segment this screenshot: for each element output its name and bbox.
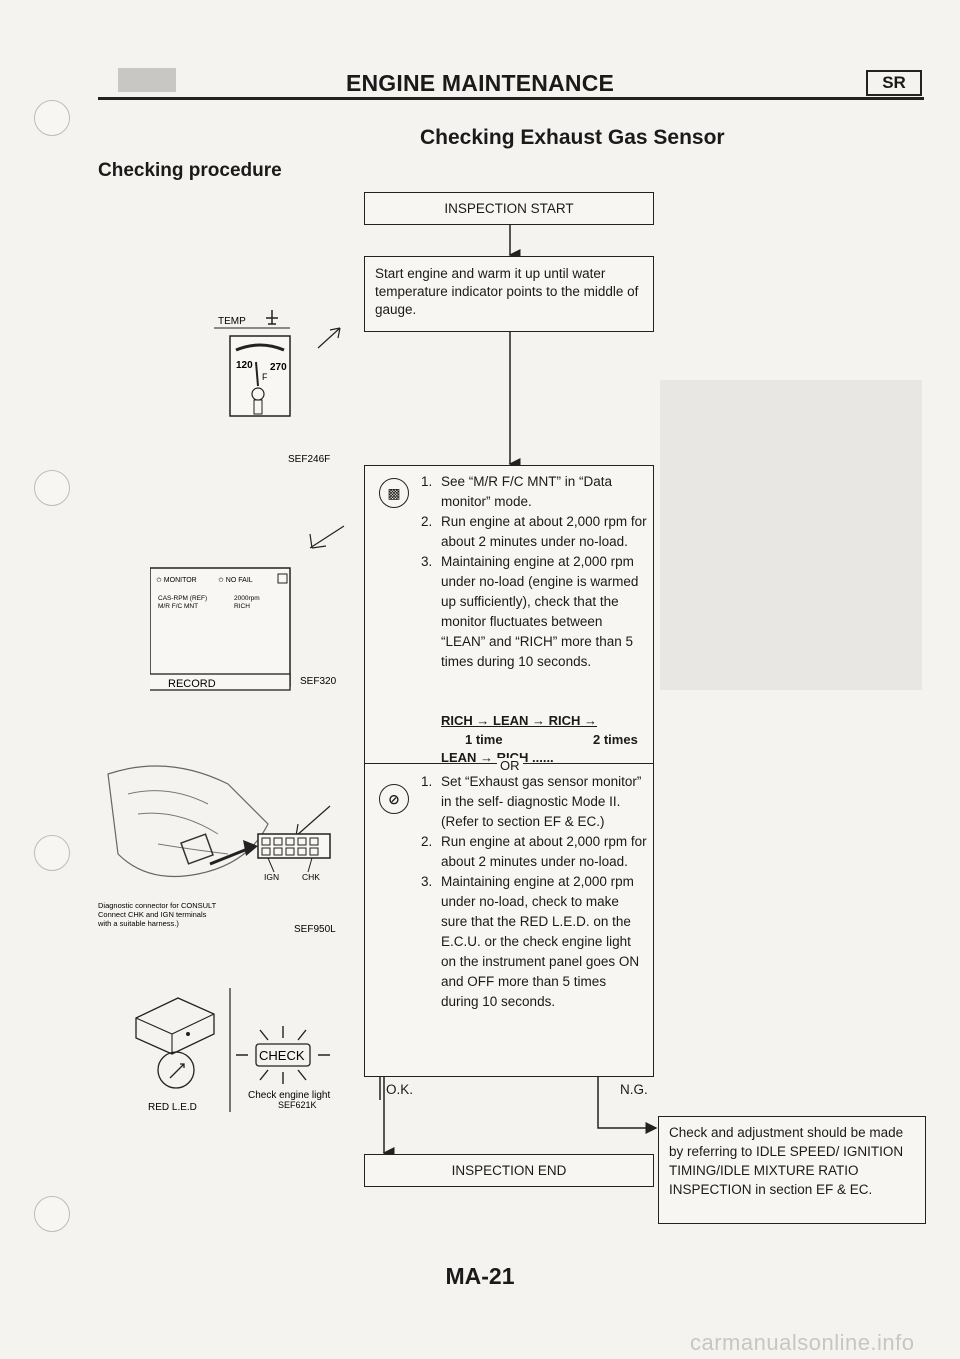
check-procedure-box: ▩ 1.See “M/R F/C MNT” in “Data monitor” …	[364, 465, 654, 1077]
red-led-label: RED L.E.D	[148, 1102, 197, 1113]
connector-figure-code: SEF950L	[294, 924, 336, 934]
record-button-frame	[150, 673, 291, 691]
monitor-row2-name: M/R F/C MNT	[158, 603, 198, 610]
ecu-led-figure: RED L.E.D CHECK Check engine light SEF62…	[135, 988, 330, 1113]
connector-ng-action	[597, 1077, 658, 1134]
monitor-row1-value: 2000rpm	[234, 595, 260, 602]
time-1-label: 1 time	[465, 732, 503, 747]
subsection-title: Checking procedure	[98, 160, 282, 181]
list-item: 1.See “M/R F/C MNT” in “Data monitor” mo…	[421, 474, 613, 509]
header-rule	[98, 97, 924, 100]
check-engine-caption: Check engine light	[248, 1090, 330, 1101]
check-lamp-label: CHECK	[259, 1048, 305, 1063]
page-header-title: ENGINE MAINTENANCE	[345, 70, 615, 96]
light-rays	[236, 1026, 330, 1084]
gauge-figure-code: SEF246F	[288, 454, 330, 465]
chk-terminal-label: CHK	[302, 872, 320, 882]
punch-hole	[34, 1196, 70, 1232]
background-bleed-right	[660, 380, 922, 690]
gauge-needle	[255, 361, 259, 387]
header-section-tag: SR	[866, 70, 922, 96]
list-item: 3.Maintaining engine at 2,000 rpm under …	[421, 554, 639, 669]
list-item: 3.Maintaining engine at 2,000 rpm under …	[421, 874, 640, 1009]
punch-hole	[34, 835, 70, 871]
monitor-no-fail-label: ✩ NO FAIL	[218, 576, 253, 584]
punch-hole	[34, 470, 70, 506]
site-watermark: carmanualsonline.info	[690, 1330, 915, 1355]
list-item: 2.Run engine at about 2,000 rpm for abou…	[421, 514, 647, 549]
check-engine-light-icon	[255, 1043, 311, 1067]
connector-note-line3: with a suitable harness.)	[98, 919, 179, 928]
gauge-temp-label: TEMP	[218, 316, 246, 327]
connector-note-line1: Diagnostic connector for CONSULT	[98, 901, 217, 910]
consult-steps-list: 1.See “M/R F/C MNT” in “Data monitor” mo…	[421, 472, 647, 672]
connector-note-line2: Connect CHK and IGN terminals	[98, 910, 207, 919]
pointer-arrow-icon	[295, 805, 331, 837]
monitor-row1-name: CAS-RPM (REF)	[158, 595, 207, 602]
page-number: MA-21	[445, 1263, 515, 1289]
rich-lean-sequence: RICH → LEAN → RICH →	[441, 713, 597, 728]
led-figure-code: SEF621K	[278, 1100, 317, 1110]
gauge-high-label: 270	[270, 362, 287, 373]
ecu-unit-icon	[135, 997, 215, 1055]
gauge-low-label: 120	[236, 360, 253, 371]
ign-terminal-label: IGN	[264, 872, 279, 882]
gauge-f-label: F	[262, 372, 268, 382]
diagnostic-connector-figure: IGN CHK Diagnostic connector for CONSULT…	[98, 765, 336, 934]
consult-monitor-figure: ✩ MONITOR ✩ NO FAIL CAS-RPM (REF) 2000rp…	[150, 525, 345, 691]
punch-hole	[34, 100, 70, 136]
warm-up-step-box: Start engine and warm it up until water …	[364, 256, 654, 332]
thermometer-icon	[266, 310, 278, 325]
magnifier-circle	[157, 1051, 195, 1089]
ecu-steps-list: 1.Set “Exhaust gas sensor monitor” in th…	[421, 772, 647, 1012]
monitor-row2-value: RICH	[234, 603, 250, 610]
monitor-figure-code: SEF320	[300, 676, 337, 687]
list-item: 1.Set “Exhaust gas sensor monitor” in th…	[421, 774, 642, 829]
ok-label: O.K.	[386, 1082, 414, 1097]
pointer-arrow-icon	[317, 327, 341, 349]
list-item: 2.Run engine at about 2,000 rpm for abou…	[421, 834, 647, 869]
section-title: Checking Exhaust Gas Sensor	[420, 126, 725, 149]
gauge-arc	[235, 343, 285, 352]
time-2-label: 2 times	[593, 732, 638, 747]
header-left-tab	[118, 68, 176, 92]
consult-tool-icon: ▩	[379, 478, 409, 508]
temperature-gauge-figure: TEMP 120 270 F SEF246F	[214, 310, 341, 465]
pointer-arrow-icon	[309, 525, 345, 549]
inspection-end-box: INSPECTION END	[364, 1154, 654, 1187]
inspection-start-box: INSPECTION START	[364, 192, 654, 225]
or-label: OR	[497, 758, 523, 773]
lean-rich-sequence: LEAN → RICH ......	[441, 750, 554, 765]
monitor-mode-label: ✩ MONITOR	[156, 576, 197, 584]
ng-action-box: Check and adjustment should be made by r…	[658, 1116, 926, 1224]
no-consult-icon: ⊘	[379, 784, 409, 814]
monitor-record-label: RECORD	[168, 678, 216, 690]
ng-label: N.G.	[620, 1082, 648, 1097]
pointer-arrow-icon	[209, 846, 251, 866]
